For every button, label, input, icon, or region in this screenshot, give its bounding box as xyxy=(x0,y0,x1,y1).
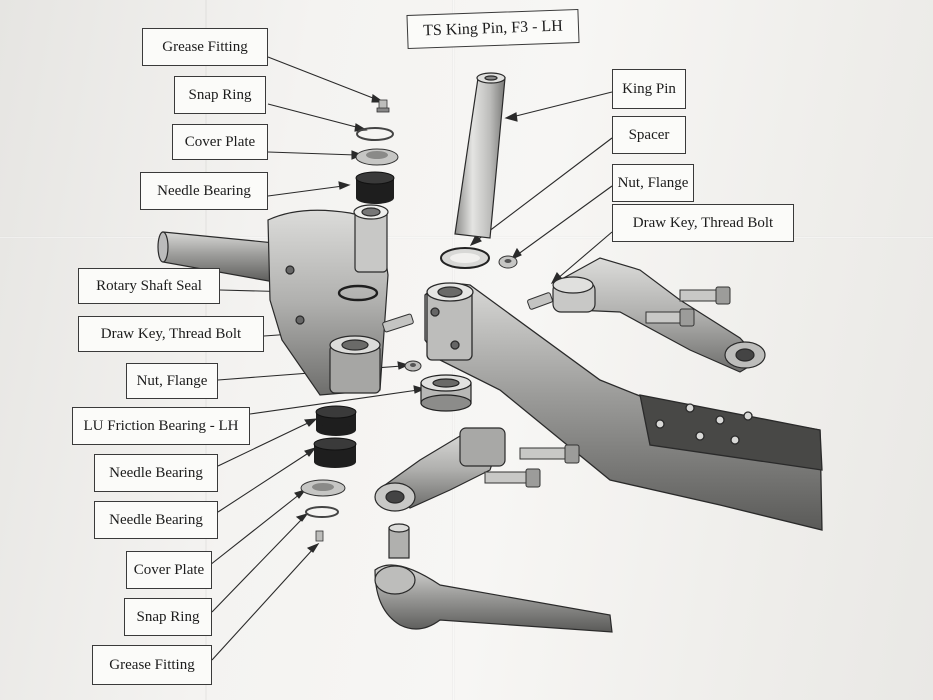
draw-key-left xyxy=(382,313,414,333)
callout-grease-fitting-top: Grease Fitting xyxy=(142,28,268,66)
steering-knuckle xyxy=(157,204,389,396)
callout-grease-fitting-lower: Grease Fitting xyxy=(92,645,212,685)
callout-nut-flange-left: Nut, Flange xyxy=(126,363,218,399)
needle-bearing-lower-1 xyxy=(315,405,357,436)
callout-snap-ring-lower: Snap Ring xyxy=(124,598,212,636)
cover-plate-lower xyxy=(300,479,346,497)
callout-cover-plate-top: Cover Plate xyxy=(172,124,268,160)
nut-flange-right xyxy=(498,255,518,269)
nut-flange-left xyxy=(404,360,422,372)
diagram-title: TS King Pin, F3 - LH xyxy=(406,9,580,49)
rotary-shaft-seal xyxy=(337,284,379,302)
callout-draw-key-left: Draw Key, Thread Bolt xyxy=(78,316,264,352)
callout-cover-plate-lower: Cover Plate xyxy=(126,551,212,589)
lu-friction-bearing xyxy=(420,374,472,412)
callout-snap-ring-top: Snap Ring xyxy=(174,76,266,114)
callout-rotary-shaft-seal: Rotary Shaft Seal xyxy=(78,268,220,304)
king-pin xyxy=(454,72,506,239)
callout-spacer: Spacer xyxy=(612,116,686,154)
draw-key-right xyxy=(527,292,553,310)
callout-needle-bearing-lower-1: Needle Bearing xyxy=(94,454,218,492)
callout-draw-key-right: Draw Key, Thread Bolt xyxy=(612,204,794,242)
callout-needle-bearing-top: Needle Bearing xyxy=(140,172,268,210)
axle-beam xyxy=(424,282,823,531)
needle-bearing-top xyxy=(355,171,395,204)
snap-ring-top xyxy=(356,127,394,141)
needle-bearing-lower-2 xyxy=(313,437,357,468)
grease-fitting-top xyxy=(376,99,390,113)
bolt-upper-arm xyxy=(645,286,731,327)
bolt-lower-arm xyxy=(484,444,580,488)
callout-lu-friction-bearing: LU Friction Bearing - LH xyxy=(72,407,250,445)
spacer-hole xyxy=(450,253,480,263)
grease-fitting-lower xyxy=(315,530,324,542)
tie-rod-end xyxy=(374,523,613,633)
snap-ring-lower xyxy=(305,506,339,518)
callout-nut-flange-right: Nut, Flange xyxy=(612,164,694,202)
callout-king-pin: King Pin xyxy=(612,69,686,109)
callout-needle-bearing-lower-2: Needle Bearing xyxy=(94,501,218,539)
cover-plate-top xyxy=(355,148,399,166)
steering-arm-lower xyxy=(374,427,506,512)
paper-fold-horizontal xyxy=(0,236,933,239)
